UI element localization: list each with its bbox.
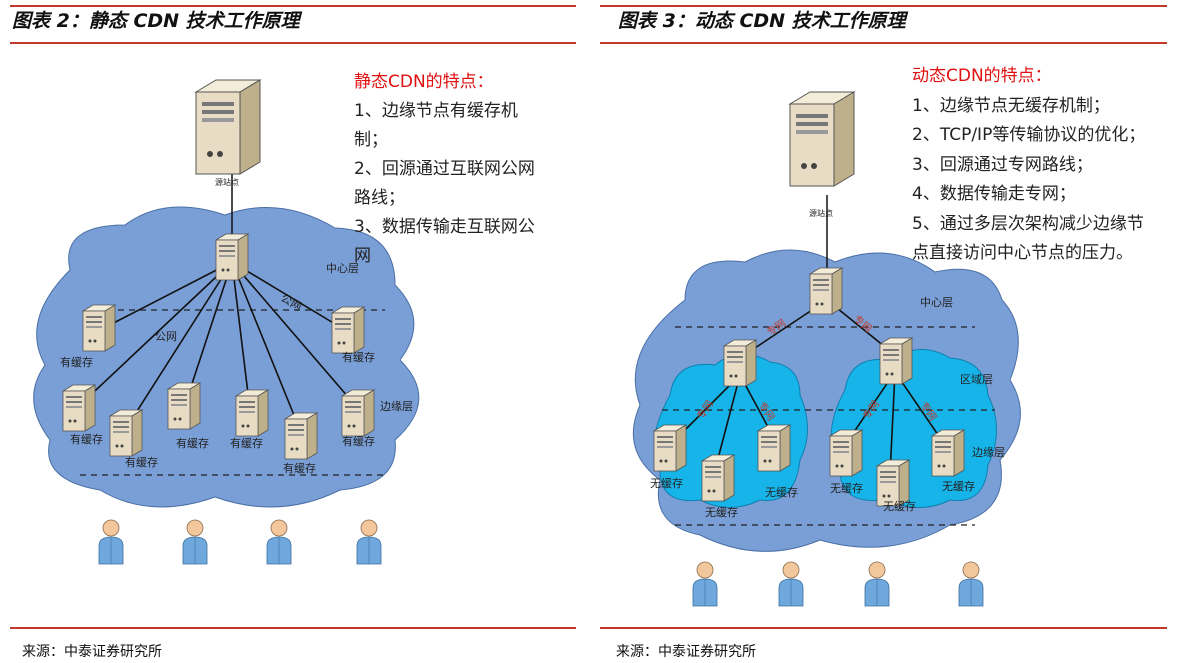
cache-node-label: 有缓存	[60, 355, 93, 369]
server-node	[167, 382, 201, 430]
cache-node-label: 有缓存	[125, 455, 158, 469]
cache-node-label: 有缓存	[70, 432, 103, 446]
server-node	[701, 454, 735, 502]
server-node	[829, 429, 863, 477]
title-rule	[10, 42, 576, 44]
edge-layer-label: 边缘层	[972, 446, 1005, 459]
dynamic-cdn-features: 动态CDN的特点： 1、边缘节点无缓存机制； 2、TCP/IP等传输协议的优化；…	[912, 62, 1170, 269]
cache-node-label: 有缓存	[342, 350, 375, 364]
user-icon	[182, 519, 208, 565]
user-icon	[98, 519, 124, 565]
feature-item: 4、数据传输走专网；	[912, 184, 1076, 204]
edge-layer-label: 边缘层	[380, 400, 413, 413]
user-icon	[692, 561, 718, 607]
top-rule	[10, 5, 576, 7]
figure-title: 图表 2：静态 CDN 技术工作原理	[12, 10, 300, 32]
server-node	[879, 337, 913, 385]
server-node	[82, 304, 116, 352]
server-node	[195, 79, 261, 175]
server-node	[235, 389, 269, 437]
user-icon	[864, 561, 890, 607]
figure-title: 图表 3：动态 CDN 技术工作原理	[618, 10, 906, 32]
server-node	[62, 384, 96, 432]
server-node	[789, 91, 855, 187]
cache-node-label: 有缓存	[283, 461, 316, 475]
bottom-rule	[600, 627, 1167, 629]
server-node	[341, 389, 375, 437]
feature-item: 5、通过多层次架构减少边缘节 点直接访问中心节点的压力。	[912, 213, 1144, 264]
features-heading: 动态CDN的特点：	[912, 66, 1052, 86]
nocache-node-label: 无缓存	[765, 485, 798, 499]
public-net-label: 公网	[155, 330, 177, 343]
region-layer-label: 区域层	[960, 373, 993, 386]
user-icon	[356, 519, 382, 565]
feature-item: 1、边缘节点有缓存机 制；	[354, 101, 518, 150]
features-heading: 静态CDN的特点：	[354, 72, 494, 92]
user-icon	[958, 561, 984, 607]
user-icon	[266, 519, 292, 565]
user-icon	[778, 561, 804, 607]
feature-item: 1、边缘节点无缓存机制；	[912, 95, 1110, 116]
nocache-node-label: 无缓存	[705, 505, 738, 519]
server-node	[653, 424, 687, 472]
server-node	[284, 412, 318, 460]
center-layer-label: 中心层	[920, 296, 953, 309]
cache-node-label: 有缓存	[176, 436, 209, 450]
origin-label: 源站点	[809, 208, 833, 218]
dynamic-cdn-diagram: 源站点 中心层 专网 专网 专网 专网 专网 专网 区域层 无缓存 无缓存 无缓…	[632, 91, 1021, 607]
center-layer-label: 中心层	[326, 262, 359, 275]
cache-node-label: 有缓存	[230, 436, 263, 450]
server-node	[109, 409, 143, 457]
origin-label: 源站点	[215, 177, 239, 187]
static-cdn-diagram: 源站点 中心层 公网 公网 有缓存 有缓存 有缓存 有缓存 有缓存 有缓存 有缓…	[33, 79, 420, 565]
title-rule	[600, 42, 1167, 44]
nocache-node-label: 无缓存	[650, 476, 683, 490]
server-node	[809, 267, 843, 315]
nocache-node-label: 无缓存	[883, 499, 916, 513]
feature-item: 2、回源通过互联网公网 路线；	[354, 159, 535, 208]
source-note: 来源：中泰证券研究所	[616, 644, 756, 660]
server-node	[757, 424, 791, 472]
server-node	[723, 339, 757, 387]
dynamic-cdn-figure: 图表 3：动态 CDN 技术工作原理 源站点 中心层 专网 专网 专网 专网 专…	[590, 0, 1181, 663]
top-rule	[600, 5, 1167, 7]
nocache-node-label: 无缓存	[942, 479, 975, 493]
static-cdn-features: 静态CDN的特点： 1、边缘节点有缓存机 制； 2、回源通过互联网公网 路线； …	[354, 68, 576, 271]
cache-node-label: 有缓存	[342, 434, 375, 448]
nocache-node-label: 无缓存	[830, 481, 863, 495]
static-cdn-figure: 图表 2：静态 CDN 技术工作原理 源站点 中心层 公网 公网	[0, 0, 590, 663]
bottom-rule	[10, 627, 576, 629]
feature-item: 3、数据传输走互联网公 网	[354, 217, 535, 266]
server-node	[215, 233, 249, 281]
feature-item: 2、TCP/IP等传输协议的优化；	[912, 125, 1146, 145]
server-node	[331, 306, 365, 354]
source-note: 来源：中泰证券研究所	[22, 644, 162, 660]
server-node	[931, 429, 965, 477]
feature-item: 3、回源通过专网路线；	[912, 154, 1093, 175]
